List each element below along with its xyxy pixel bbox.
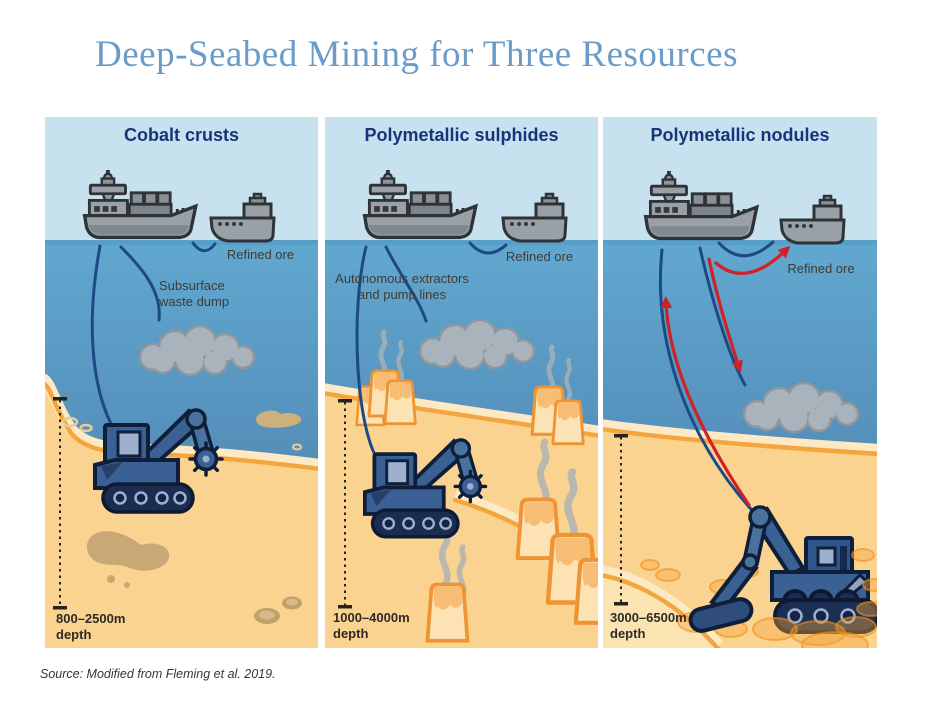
depth-scale	[53, 397, 67, 610]
depth-range: 800–2500m	[56, 611, 126, 626]
annotation-line: Subsurface	[159, 278, 225, 293]
refined-ore-label: Refined ore	[505, 249, 574, 264]
annotation-line: and pump lines	[357, 287, 447, 302]
refined-ore-label: Refined ore	[226, 247, 295, 262]
waterline	[45, 240, 318, 245]
depth-range: 3000–6500m	[610, 610, 687, 625]
pump-line-left	[355, 245, 378, 459]
panel-header-sulphides: Polymetallic sulphides	[364, 125, 559, 145]
depth-scale	[338, 399, 352, 609]
cobalt-crusts-illustration	[45, 117, 318, 648]
depth-word: depth	[333, 626, 369, 641]
depth-label-sulphides: 1000–4000m depth	[333, 610, 410, 642]
waste-dump-line	[119, 245, 161, 322]
panel-header-nodules: Polymetallic nodules	[650, 125, 830, 145]
annotation-line: waste dump	[159, 294, 230, 309]
mining-riser-line	[90, 244, 114, 428]
waterline	[325, 240, 598, 245]
waste-down-arrow	[707, 257, 743, 373]
depth-label-nodules: 3000–6500m depth	[610, 610, 687, 642]
collector-riser-line	[658, 248, 761, 520]
page-title: Deep-Seabed Mining for Three Resources	[95, 34, 738, 75]
polymetallic-sulphides-illustration	[325, 117, 598, 648]
pump-lines-annotation: Autonomous extractors and pump lines	[327, 271, 477, 303]
slope-edge	[603, 573, 721, 648]
depth-scale	[614, 434, 628, 606]
panel-polymetallic-nodules	[603, 117, 877, 648]
refined-ore-label: Refined ore	[787, 261, 855, 276]
panel-header-cobalt: Cobalt crusts	[123, 125, 240, 145]
transfer-cable	[717, 240, 775, 258]
transfer-cable	[468, 241, 508, 255]
depth-word: depth	[56, 627, 92, 642]
discharge-line	[698, 246, 747, 387]
source-note: Source: Modified from Fleming et al. 201…	[40, 667, 276, 681]
waterline	[603, 240, 877, 245]
polymetallic-nodules-illustration	[603, 117, 877, 648]
dust-clouds-front	[752, 548, 877, 648]
waste-dump-annotation: Subsurface waste dump	[159, 278, 229, 310]
depth-range: 1000–4000m	[333, 610, 410, 625]
annotation-line: Autonomous extractors	[335, 271, 469, 286]
panel-cobalt-crusts	[45, 117, 318, 648]
refined-ore-arrow	[714, 245, 791, 275]
pump-line-right	[384, 245, 428, 323]
seabed-edge	[603, 427, 877, 457]
ore-up-arrow	[660, 296, 751, 507]
panel-polymetallic-sulphides	[325, 117, 598, 648]
depth-label-cobalt: 800–2500m depth	[56, 611, 125, 643]
transfer-cable	[191, 241, 217, 253]
depth-word: depth	[610, 626, 646, 641]
seafloor-deposits	[61, 410, 302, 624]
